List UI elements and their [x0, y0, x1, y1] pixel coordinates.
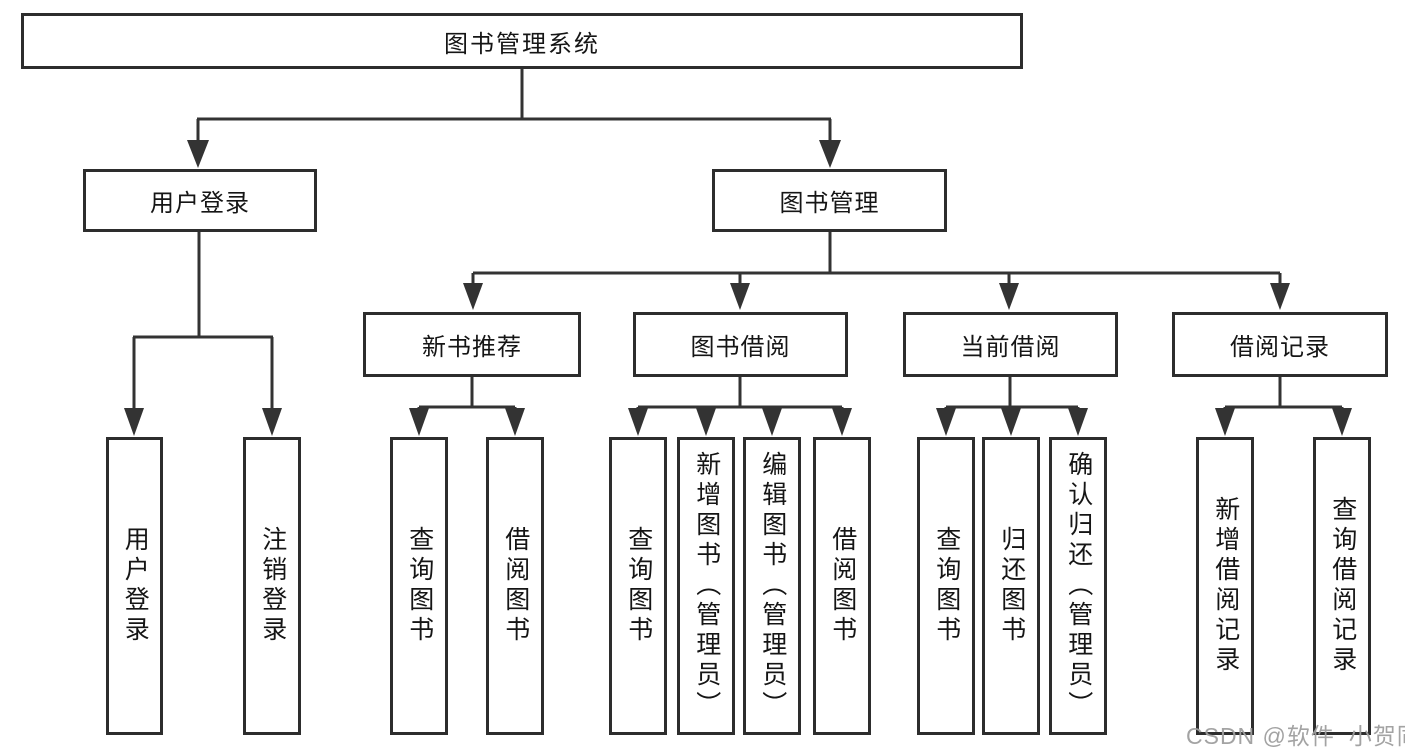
arrowheads: [124, 140, 1352, 436]
leaf-query-books-3: 查询图书: [917, 437, 975, 735]
connector-root-to-level2: [196, 69, 832, 142]
arrow-down-icon: [832, 408, 852, 436]
node-current-borrowing: 当前借阅: [903, 312, 1118, 377]
leaf-edit-book-admin: 编辑图书（管理员）: [743, 437, 801, 735]
leaf-confirm-return-admin: 确认归还（管理员）: [1049, 437, 1107, 735]
connector-newbook-to-leaves: [417, 377, 517, 410]
leaf-user-login-label: 用户登录: [121, 526, 150, 646]
leaf-borrow-books-2-label: 借阅图书: [828, 526, 857, 646]
arrow-down-icon: [463, 283, 483, 310]
leaf-return-book-label: 归还图书: [997, 526, 1026, 646]
connector-current-to-leaves: [944, 377, 1080, 410]
arrow-down-icon: [999, 283, 1019, 310]
node-user-login-label: 用户登录: [150, 190, 250, 217]
node-user-login: 用户登录: [83, 169, 317, 232]
leaf-add-borrow-record-label: 新增借阅记录: [1211, 496, 1240, 676]
arrow-down-icon: [1068, 408, 1088, 436]
arrow-down-icon: [262, 408, 282, 436]
leaf-query-borrow-record: 查询借阅记录: [1313, 437, 1371, 735]
arrow-down-icon: [730, 283, 750, 310]
leaf-confirm-return-admin-label: 确认归还（管理员）: [1064, 451, 1093, 721]
leaf-add-borrow-record: 新增借阅记录: [1196, 437, 1254, 735]
arrow-down-icon: [819, 140, 841, 168]
leaf-query-borrow-record-label: 查询借阅记录: [1328, 496, 1357, 676]
leaf-return-book: 归还图书: [982, 437, 1040, 735]
arrow-down-icon: [505, 408, 525, 436]
node-root: 图书管理系统: [21, 13, 1023, 69]
leaf-borrow-books-1: 借阅图书: [486, 437, 544, 735]
leaf-logout: 注销登录: [243, 437, 301, 735]
node-book-borrowing: 图书借阅: [633, 312, 848, 377]
arrow-down-icon: [1270, 283, 1290, 310]
leaf-query-books-2: 查询图书: [609, 437, 667, 735]
connector-login-to-leaves: [132, 232, 274, 410]
csdn-watermark: CSDN @软件_小贺同学: [1186, 723, 1405, 747]
arrow-down-icon: [409, 408, 429, 436]
node-book-management: 图书管理: [712, 169, 947, 232]
arrow-down-icon: [696, 408, 716, 436]
node-book-management-label: 图书管理: [779, 190, 880, 217]
leaf-edit-book-admin-label: 编辑图书（管理员）: [758, 451, 787, 721]
arrow-down-icon: [762, 408, 782, 436]
node-current-borrowing-label: 当前借阅: [960, 334, 1061, 361]
arrow-down-icon: [1215, 408, 1235, 436]
arrow-down-icon: [628, 408, 648, 436]
leaf-add-book-admin: 新增图书（管理员）: [677, 437, 735, 735]
node-new-book-recommend-label: 新书推荐: [422, 334, 522, 361]
connector-borrow-to-leaves: [636, 377, 844, 410]
arrow-down-icon: [187, 140, 209, 168]
leaf-query-books-3-label: 查询图书: [932, 526, 961, 646]
node-borrowing-records: 借阅记录: [1172, 312, 1388, 377]
connector-mgmt-to-level3: [471, 232, 1282, 284]
leaf-query-books-2-label: 查询图书: [624, 526, 653, 646]
node-borrowing-records-label: 借阅记录: [1230, 334, 1330, 361]
node-new-book-recommend: 新书推荐: [363, 312, 581, 377]
leaf-logout-label: 注销登录: [258, 526, 287, 646]
arrow-down-icon: [1332, 408, 1352, 436]
node-book-borrowing-label: 图书借阅: [690, 334, 791, 361]
leaf-user-login: 用户登录: [106, 437, 163, 735]
arrow-down-icon: [124, 408, 144, 436]
connector-records-to-leaves: [1223, 377, 1344, 410]
arrow-down-icon: [1001, 408, 1021, 436]
node-root-label: 图书管理系统: [444, 30, 600, 58]
leaf-query-books-1-label: 查询图书: [405, 526, 434, 646]
leaf-query-books-1: 查询图书: [390, 437, 448, 735]
leaf-add-book-admin-label: 新增图书（管理员）: [692, 451, 721, 721]
leaf-borrow-books-1-label: 借阅图书: [501, 526, 530, 646]
arrow-down-icon: [936, 408, 956, 436]
leaf-borrow-books-2: 借阅图书: [813, 437, 871, 735]
